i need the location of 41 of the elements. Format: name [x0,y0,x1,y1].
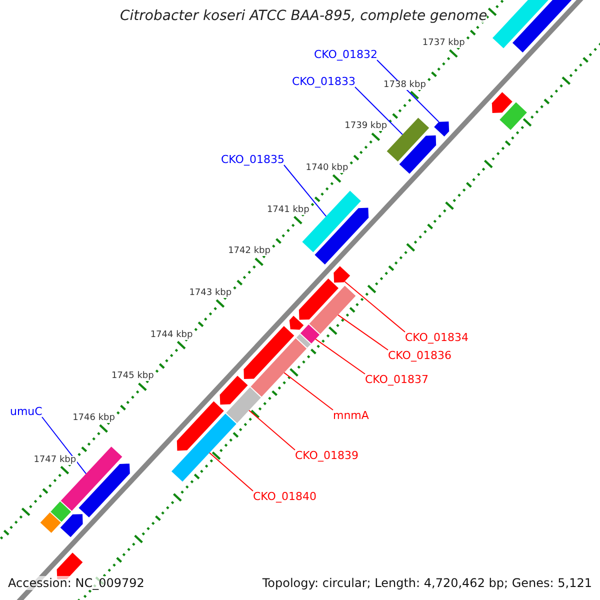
gene-label: CKO_01832 [314,49,378,60]
scale-label: 1737 kbp [421,38,466,48]
scale-label: 1741 kbp [266,206,310,215]
accession-text: Accession: NC_009792 [6,576,146,590]
scale-label: 1746 kbp [72,414,116,423]
scale-label: 1747 kbp [32,456,78,465]
leader-line [208,452,254,492]
leader-line [338,314,388,350]
gene-feature [226,387,261,424]
leader-line [284,372,334,410]
gene-feature [434,122,450,136]
gene-feature [309,286,356,334]
gene-label: CKO_01839 [295,450,358,461]
leader-line [354,86,403,135]
gene-feature [300,324,320,344]
gene-label: umuC [10,406,42,417]
gene-label: CKO_01837 [365,374,428,385]
leader-line [344,280,406,332]
scale-label: 1740 kbp [304,164,350,173]
scale-label: 1743 kbp [188,288,233,298]
gene-label: CKO_01836 [388,350,452,361]
gene-feature [386,118,430,162]
scale-label: 1738 kbp [382,80,427,90]
gene-feature [172,414,236,482]
gene-label: CKO_01833 [292,76,356,87]
gene-label: mnmA [333,410,369,421]
gene-feature [60,446,122,511]
gene-label: CKO_01834 [405,332,468,343]
gene-label: CKO_01835 [221,154,284,165]
leader-line [284,164,327,217]
gene-label: CKO_01840 [253,491,316,502]
genome-stats: Topology: circular; Length: 4,720,462 bp; Genes: 5,121 [260,576,594,590]
scale-label: 1742 kbp [227,247,272,256]
scale-label: 1745 kbp [110,372,155,382]
scale-label: 1744 kbp [149,330,194,340]
leader-line [42,416,87,474]
leader-line [315,338,366,374]
leader-line [248,410,296,450]
title: Citrobacter koseri ATCC BAA-895, complete genome [120,9,488,23]
gene-feature [250,338,307,397]
scale-label: 1739 kbp [344,122,388,132]
